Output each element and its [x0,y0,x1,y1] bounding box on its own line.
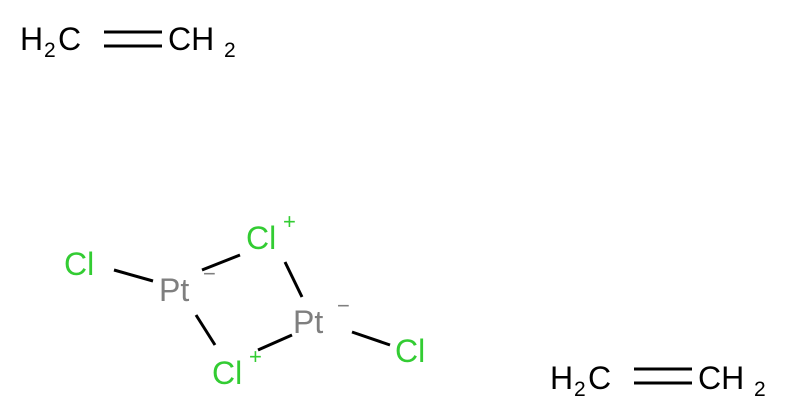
bond-cl-pt-upper [113,268,154,283]
pt-upper: Pt [159,272,189,308]
ethylene-top-ch: CH [168,21,214,57]
bond-cl-top-pt-lower [283,261,304,298]
ethylene-top-h-subscript: 2 [44,39,56,62]
bond-pt-upper-cl-top [201,253,241,272]
ethylene-top-c-left: C [58,21,81,57]
pt-lower: Pt [293,304,323,340]
cl-terminal-left: Cl [64,246,94,282]
platinum-chloride-dimer: Cl Pt − Cl + Pt − Cl + Cl [64,209,425,391]
bond-cl-bottom-pt-lower [257,333,293,352]
ethylene-top-ch-subscript: 2 [224,39,236,62]
cl-bridge-bottom: Cl [212,355,242,391]
ethylene-bottom-h-subscript: 2 [574,378,586,401]
ethylene-bottom: H 2 C CH 2 [550,360,766,401]
pt-upper-charge: − [203,261,216,286]
cl-bridge-top-charge: + [283,209,296,234]
ethylene-top: H 2 C CH 2 [20,21,236,62]
ethylene-bottom-ch: CH [698,360,744,396]
bond-pt-lower-cl [351,330,391,347]
ethylene-bottom-h: H [550,360,573,396]
ethylene-bottom-c-left: C [588,360,611,396]
pt-lower-charge: − [337,293,350,318]
bond-pt-upper-cl-bottom [194,314,217,346]
cl-bridge-top: Cl [246,220,276,256]
cl-bridge-bottom-charge: + [249,344,262,369]
ethylene-top-h: H [20,21,43,57]
ethylene-bottom-ch-subscript: 2 [754,378,766,401]
cl-terminal-right: Cl [395,333,425,369]
